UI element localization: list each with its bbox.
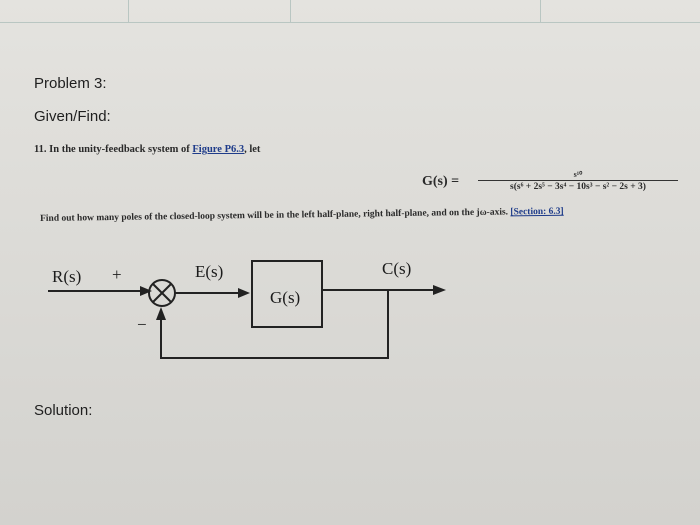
figure-link[interactable]: Figure P6.3 [192, 144, 245, 155]
equation-numerator: s¹⁰ [573, 170, 583, 179]
question-line: 11. In the unity-feedback system of Figu… [34, 144, 260, 155]
equation-fraction: s¹⁰ s(s⁶ + 2s⁵ − 3s⁴ − 10s³ − s² − 2s + … [478, 170, 678, 192]
block-diagram: R(s) + − E(s) G(s) C(s) [48, 259, 446, 359]
block-label: G(s) [270, 288, 300, 307]
instruction-text: Find out how many poles of the closed-lo… [40, 207, 509, 224]
solution-label: Solution: [34, 402, 93, 419]
question-text: In the unity-feedback system of [49, 144, 190, 155]
error-arrow [238, 288, 250, 298]
summing-cross-b [152, 283, 172, 303]
question-text-after: , let [244, 144, 261, 155]
feedback-path [160, 290, 389, 359]
instruction-line: Find out how many poles of the closed-lo… [40, 205, 680, 224]
top-cell-3 [290, 0, 541, 22]
equation-lhs: G(s) = [422, 174, 460, 189]
question-number: 11. [34, 144, 47, 155]
fraction-bar [478, 180, 678, 181]
input-arrow [140, 286, 152, 296]
error-label: E(s) [195, 262, 223, 281]
output-arrow [433, 285, 446, 295]
feedback-arrow [156, 307, 166, 320]
given-find-heading: Given/Find: [34, 108, 111, 125]
output-label: C(s) [382, 259, 411, 278]
top-cell-2 [128, 0, 291, 22]
problem-title: Problem 3: [34, 75, 107, 92]
equation-denominator: s(s⁶ + 2s⁵ − 3s⁴ − 10s³ − s² − 2s + 3) [510, 182, 646, 192]
plus-sign: + [112, 265, 122, 284]
minus-sign: − [137, 315, 147, 334]
top-cell-1 [0, 0, 129, 22]
input-label: R(s) [52, 267, 81, 286]
plant-block [251, 260, 323, 328]
section-link[interactable]: [Section: 6.3] [510, 206, 564, 218]
top-table-border [0, 0, 700, 23]
